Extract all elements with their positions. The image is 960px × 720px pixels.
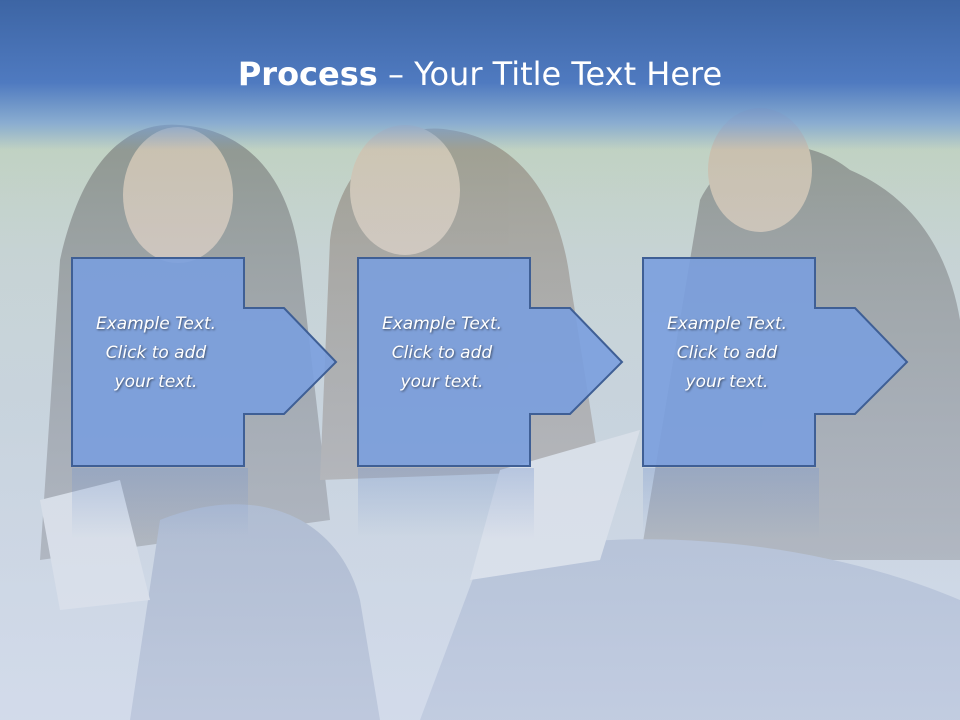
title-bar: Process – Your Title Text Here [0, 0, 960, 150]
step-reflection [358, 468, 534, 538]
process-step-2[interactable]: Example Text. Click to add your text. [356, 256, 696, 467]
step-text-line: your text. [400, 372, 484, 392]
step-text: Example Text. Click to add your text. [78, 310, 234, 397]
step-text-line: Click to add [105, 343, 207, 363]
step-text-line: Click to add [391, 343, 493, 363]
step-text: Example Text. Click to add your text. [649, 310, 805, 397]
arrow-box-shape [357, 257, 624, 467]
title-strong: Process [237, 55, 378, 93]
step-text-line: Example Text. [381, 314, 503, 334]
step-text-line: Example Text. [95, 314, 217, 334]
process-step-3[interactable]: Example Text. Click to add your text. [641, 256, 960, 467]
title-dash: – [377, 55, 415, 93]
title-rest: Your Title Text Here [414, 55, 723, 93]
process-step-1[interactable]: Example Text. Click to add your text. [70, 256, 410, 467]
step-reflection [72, 468, 248, 538]
arrow-box-shape [71, 257, 338, 467]
step-text-line: Example Text. [666, 314, 788, 334]
arrow-box-shape [642, 257, 909, 467]
step-reflection [643, 468, 819, 538]
step-text-line: Click to add [676, 343, 778, 363]
step-text-line: your text. [114, 372, 198, 392]
slide-title[interactable]: Process – Your Title Text Here [0, 54, 960, 94]
step-text: Example Text. Click to add your text. [364, 310, 520, 397]
step-text-line: your text. [685, 372, 769, 392]
